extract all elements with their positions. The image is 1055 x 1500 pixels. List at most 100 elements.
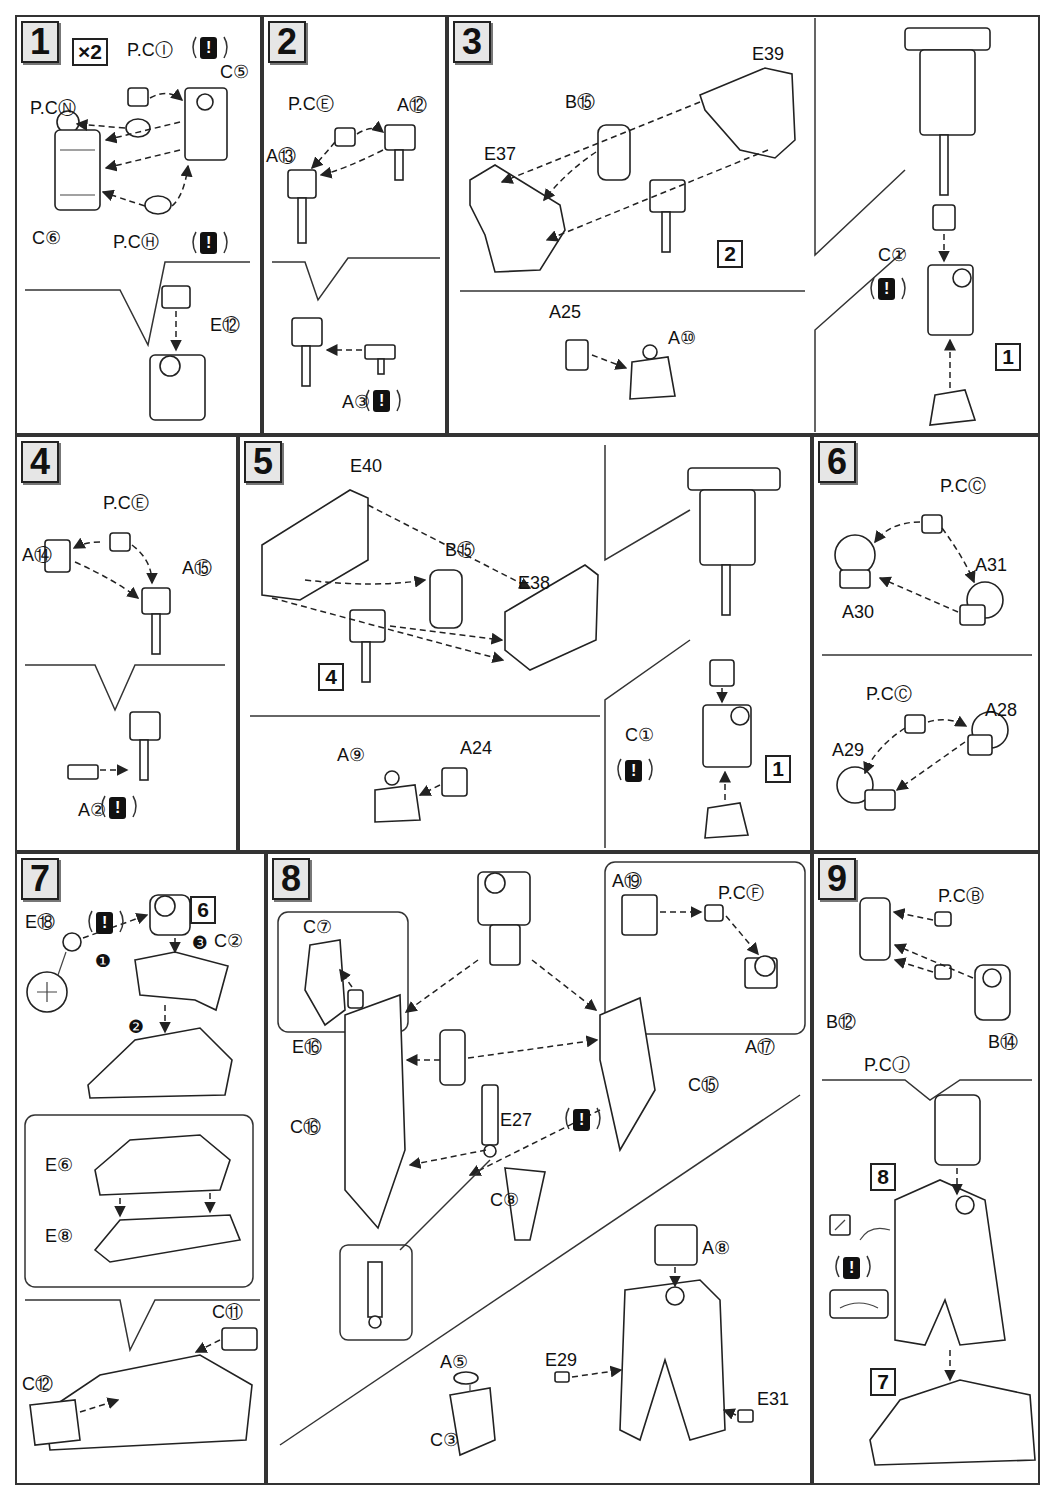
- caution-brackets: [89, 37, 905, 1277]
- step1-parts: [25, 88, 250, 420]
- step7-parts: [25, 895, 260, 1450]
- part-label: C⑦: [303, 917, 332, 937]
- step-panel: 5 4 1: [238, 435, 812, 852]
- step-number: 4: [21, 441, 59, 483]
- part-label: P.CⒾ: [127, 40, 173, 60]
- part-label: B⑫: [826, 1012, 856, 1032]
- part-label: E31: [757, 1389, 789, 1409]
- step-number: 7: [21, 858, 59, 900]
- part-label: P.CⒺ: [103, 493, 149, 513]
- part-label: E37: [484, 144, 516, 164]
- part-label: A⑲: [612, 871, 642, 891]
- step2-parts: [272, 125, 440, 386]
- part-label: C①: [878, 245, 907, 265]
- part-label: C①: [625, 725, 654, 745]
- part-label: B⑮: [445, 540, 475, 560]
- step-panel: 3 2 1: [447, 15, 1040, 435]
- part-label: A24: [460, 738, 492, 758]
- part-label: B⑮: [565, 92, 595, 112]
- caution-icon: !: [878, 278, 895, 300]
- part-label: E⑥: [45, 1155, 73, 1175]
- subassembly-ref: 2: [717, 240, 743, 268]
- ref-number: 2: [724, 242, 736, 265]
- ref-number: 8: [877, 1165, 889, 1188]
- ref-number: ×2: [78, 40, 102, 63]
- step-number: 6: [818, 441, 856, 483]
- part-label: A②: [78, 800, 106, 820]
- caution-icon: !: [625, 760, 642, 782]
- subassembly-ref: 7: [870, 1368, 896, 1396]
- part-label: P.CⒸ: [866, 684, 912, 704]
- caution-icon: !: [200, 232, 217, 254]
- step-panel: 2: [262, 15, 447, 435]
- part-label: P.CⒽ: [113, 232, 159, 252]
- part-label: C⑪: [212, 1302, 243, 1322]
- caution-icon: !: [373, 390, 390, 412]
- subassembly-ref: 1: [995, 343, 1021, 371]
- ref-number: 1: [1002, 345, 1014, 368]
- step-number: 5: [244, 441, 282, 483]
- step4-parts: [25, 533, 225, 780]
- part-label: E⑯: [292, 1037, 322, 1057]
- caution-icon: !: [843, 1257, 860, 1279]
- part-label: C⑯: [290, 1117, 321, 1137]
- part-label: A31: [975, 555, 1007, 575]
- caution-icon: !: [109, 797, 126, 819]
- part-label: A25: [549, 302, 581, 322]
- part-label: A⑨: [337, 745, 365, 765]
- part-label: E27: [500, 1110, 532, 1130]
- order-marker: ❷: [128, 1017, 144, 1037]
- step-panel: 8: [266, 852, 812, 1485]
- step6-parts: [822, 515, 1032, 810]
- subassembly-ref: 8: [870, 1163, 896, 1191]
- part-label: E⑫: [210, 315, 240, 335]
- order-marker: ❶: [95, 951, 111, 971]
- part-label: A⑮: [182, 558, 212, 578]
- part-label: P.CⒿ: [864, 1055, 910, 1075]
- step-number: 3: [453, 21, 491, 63]
- step-number: 9: [818, 858, 856, 900]
- part-label: A28: [985, 700, 1017, 720]
- part-label: E⑱: [25, 912, 55, 932]
- part-label: P.CⒻ: [718, 883, 764, 903]
- order-marker: ❸: [192, 933, 208, 953]
- part-label: B⑭: [988, 1032, 1018, 1052]
- part-label: C③: [430, 1430, 459, 1450]
- step-number: 8: [272, 858, 310, 900]
- caution-icon: !: [573, 1109, 590, 1131]
- part-label: A③: [342, 392, 370, 412]
- part-label: C⑤: [220, 62, 249, 82]
- part-label: A⑤: [440, 1352, 468, 1372]
- step3-parts: [460, 18, 990, 432]
- subassembly-ref: 1: [765, 755, 791, 783]
- part-label: A⑭: [22, 545, 52, 565]
- part-label: P.CⒺ: [288, 94, 334, 114]
- ref-number: 4: [325, 665, 337, 688]
- part-label: C②: [214, 931, 243, 951]
- part-label: E39: [752, 44, 784, 64]
- part-label: C⑫: [22, 1374, 53, 1394]
- step8-parts: [278, 862, 805, 1455]
- part-label: A⑰: [745, 1037, 775, 1057]
- caution-icon: !: [96, 912, 113, 934]
- part-label: C⑥: [32, 228, 61, 248]
- part-label: A29: [832, 740, 864, 760]
- part-label: A⑫: [397, 95, 427, 115]
- subassembly-ref: ×2: [72, 38, 108, 66]
- step-number: 2: [268, 21, 306, 63]
- part-label: C⑮: [688, 1075, 719, 1095]
- part-label: A30: [842, 602, 874, 622]
- part-label: A⑧: [702, 1238, 730, 1258]
- part-label: A⑩: [668, 328, 696, 348]
- part-label: P.CⒸ: [940, 476, 986, 496]
- part-label: C⑧: [490, 1190, 519, 1210]
- caution-icon: !: [200, 37, 217, 59]
- step9-parts: [822, 898, 1035, 1465]
- subassembly-ref: 6: [190, 896, 216, 924]
- part-label: E38: [518, 573, 550, 593]
- subassembly-ref: 4: [318, 663, 344, 691]
- ref-number: 1: [772, 757, 784, 780]
- part-label: E29: [545, 1350, 577, 1370]
- part-label: E⑧: [45, 1226, 73, 1246]
